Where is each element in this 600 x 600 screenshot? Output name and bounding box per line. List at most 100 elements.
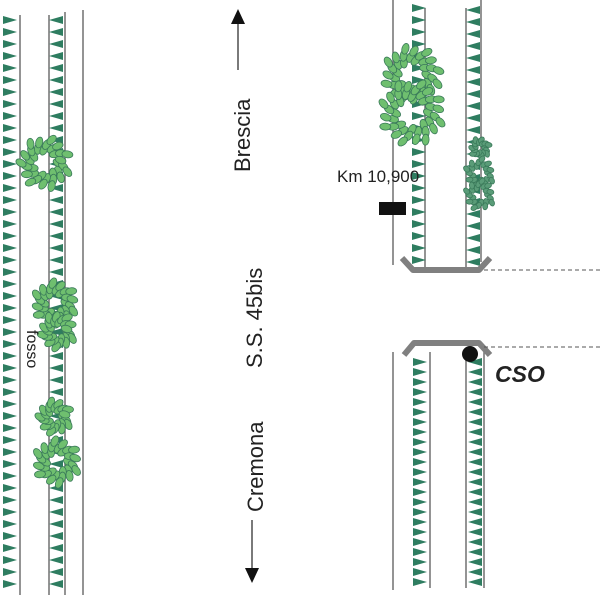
hedge-tooth	[49, 496, 63, 504]
hedge-tooth	[413, 418, 427, 426]
hedge-tooth	[3, 328, 17, 336]
hedge-tooth	[466, 18, 480, 26]
hedge-tooth	[3, 136, 17, 144]
hedge-tooth	[49, 64, 63, 72]
hedge-tooth	[49, 544, 63, 552]
hedge-tooth	[412, 28, 426, 36]
north-arrow	[231, 9, 245, 70]
hedge-tooth	[3, 364, 17, 372]
hedge-tooth	[468, 548, 482, 556]
hedge-tooth	[49, 100, 63, 108]
hedge-tooth	[3, 244, 17, 252]
hedge-tooth	[3, 520, 17, 528]
hedge-tooth	[413, 438, 427, 446]
hedge-tooth	[3, 232, 17, 240]
hedge-tooth	[49, 568, 63, 576]
south-destination-label: Cremona	[243, 421, 268, 512]
left-roadside	[3, 10, 84, 595]
hedge-right-outer-top	[466, 6, 480, 266]
hedge-tooth	[49, 328, 63, 336]
hedge-tooth	[3, 508, 17, 516]
hedge-tooth	[468, 538, 482, 546]
tree	[463, 177, 495, 211]
hedge-tooth	[3, 76, 17, 84]
hedge-tooth	[412, 208, 426, 216]
hedge-tooth	[413, 358, 427, 366]
hedge-tooth	[413, 538, 427, 546]
hedge-tooth	[413, 468, 427, 476]
hedge-tooth	[3, 28, 17, 36]
hedge-tooth	[468, 438, 482, 446]
tree	[378, 79, 446, 147]
hedge-tooth	[413, 518, 427, 526]
hedge-tooth	[3, 496, 17, 504]
hedge-tooth	[466, 210, 480, 218]
hedge-tooth	[3, 568, 17, 576]
hedge-tooth	[413, 448, 427, 456]
arrow-up-icon	[231, 9, 245, 24]
hedge-tooth	[413, 378, 427, 386]
hedge-tooth	[466, 90, 480, 98]
hedge-tooth	[49, 256, 63, 264]
hedge-right-outer-bottom	[468, 358, 482, 586]
hedge-tooth	[49, 220, 63, 228]
hedge-tooth	[3, 292, 17, 300]
hedge-tooth	[3, 316, 17, 324]
hedge-tooth	[49, 196, 63, 204]
road-name-label: S.S. 45bis	[242, 268, 267, 368]
hedge-tooth	[49, 376, 63, 384]
hedge-tooth	[412, 244, 426, 252]
ditch-label: fosso	[23, 330, 40, 368]
hedge-left-outer	[3, 16, 17, 588]
hedge-tooth	[3, 280, 17, 288]
culvert-upper	[399, 255, 600, 273]
hedge-tooth	[413, 498, 427, 506]
hedge-tooth	[49, 268, 63, 276]
hedge-tooth	[49, 16, 63, 24]
hedge-tooth	[413, 458, 427, 466]
hedge-tooth	[412, 184, 426, 192]
hedge-tooth	[49, 88, 63, 96]
hedge-tooth	[468, 528, 482, 536]
hedge-tooth	[49, 352, 63, 360]
hedge-tooth	[3, 436, 17, 444]
hedge-tooth	[413, 528, 427, 536]
hedge-tooth	[3, 484, 17, 492]
hedge-tooth	[49, 244, 63, 252]
hedge-tooth	[3, 556, 17, 564]
hedge-tooth	[49, 112, 63, 120]
hedge-tooth	[3, 400, 17, 408]
hedge-tooth	[3, 268, 17, 276]
hedge-tooth	[49, 208, 63, 216]
hedge-tooth	[468, 488, 482, 496]
hedge-tooth	[3, 124, 17, 132]
hedge-tooth	[3, 172, 17, 180]
hedge-tooth	[3, 388, 17, 396]
hedge-tooth	[49, 532, 63, 540]
hedge-tooth	[468, 458, 482, 466]
hedge-tooth	[413, 578, 427, 586]
hedge-tooth	[466, 42, 480, 50]
hedge-tooth	[413, 368, 427, 376]
hedge-tooth	[466, 234, 480, 242]
hedge-tooth	[468, 558, 482, 566]
hedge-tooth	[3, 352, 17, 360]
hedge-tooth	[3, 220, 17, 228]
hedge-tooth	[468, 378, 482, 386]
hedge-tooth	[468, 578, 482, 586]
arrow-down-icon	[245, 568, 259, 583]
culvert-lower	[401, 340, 600, 358]
hedge-tooth	[466, 30, 480, 38]
south-arrow	[245, 520, 259, 583]
hedge-tooth	[413, 428, 427, 436]
hedge-tooth	[468, 358, 482, 366]
hedge-tooth	[3, 460, 17, 468]
hedge-tooth	[3, 448, 17, 456]
hedge-tooth	[466, 222, 480, 230]
hedge-tooth	[3, 160, 17, 168]
hedge-tooth	[49, 388, 63, 396]
hedge-tooth	[413, 568, 427, 576]
hedge-tooth	[3, 412, 17, 420]
hedge-tooth	[468, 408, 482, 416]
hedge-tooth	[3, 64, 17, 72]
